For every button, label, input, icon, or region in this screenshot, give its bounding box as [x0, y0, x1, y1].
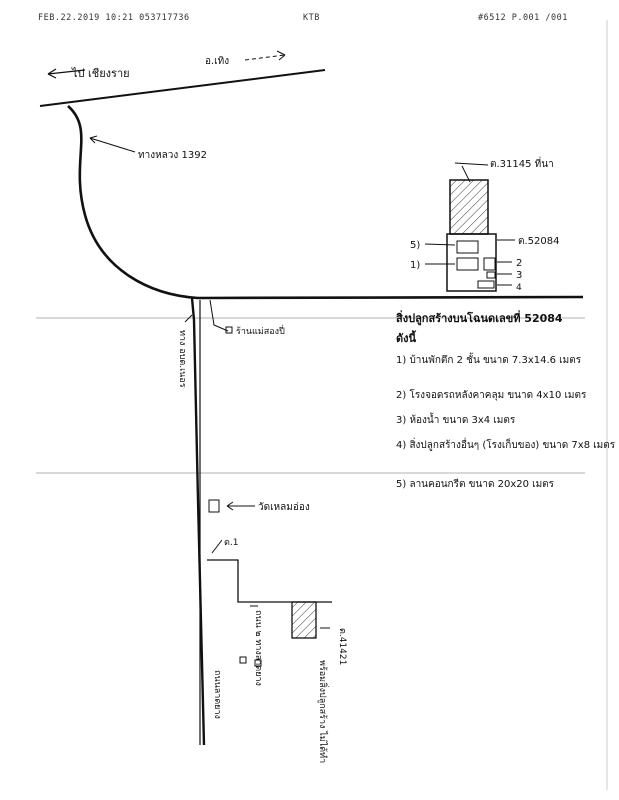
parcel-boundary: [207, 559, 332, 603]
pointer-arrow-icon: [211, 539, 223, 554]
junction-label: ร้านแม่สองปี่: [236, 324, 285, 337]
building-2: [483, 257, 496, 271]
building-item-1: 1) บ้านพักตึก 2 ชั้น ขนาด 7.3x14.6 เมตร: [396, 352, 582, 366]
building-item-2: 2) โรงจอดรถหลังคาคลุม ขนาด 4x10 เมตร: [396, 388, 587, 401]
arrow-head-icon: [226, 501, 234, 511]
arrow-right-icon: [244, 54, 286, 61]
building-item-4: 4) สิ่งปลูกสร้างอื่นๆ (โรงเก็บของ) ขนาด …: [396, 437, 616, 451]
building-3: [486, 271, 496, 279]
lower-left-note: ถนนลาดยาง: [212, 670, 222, 719]
arrow-head-icon: [89, 135, 98, 144]
pointer-arrow-icon: [89, 137, 136, 153]
pointer-arrow-icon: [424, 243, 456, 246]
top-road: [39, 69, 326, 107]
highway-1392: [67, 105, 584, 300]
building-4: [477, 280, 495, 289]
fax-header-right: #6512 P.001 /001: [478, 13, 568, 23]
pointer-arrow-icon: [454, 162, 489, 166]
highway-label: ทางหลวง 1392: [138, 150, 207, 161]
vertical-road: [190, 297, 206, 746]
temple-box: [208, 499, 220, 513]
plot-41421: [291, 601, 317, 639]
marker-1: 1): [410, 260, 420, 271]
shop-marker: [209, 299, 229, 332]
plot-north-label: ต.31145 ที่นา: [490, 156, 554, 170]
marker-3: 3: [516, 270, 522, 281]
building-item-3: 3) ห้องน้ำ ขนาด 3x4 เมตร: [396, 412, 516, 426]
arrow-left-icon: [47, 69, 86, 75]
building-list-title: สิ่งปลูกสร้างบนโฉนดเลขที่ 52084: [396, 310, 563, 326]
arrow-head-icon: [276, 50, 286, 61]
building-5: [456, 240, 479, 254]
vertical-road-label: ทาง อบต.เนอร: [177, 330, 187, 388]
top-road-right-label: อ.เทิง: [205, 56, 229, 67]
plot-52084: [446, 233, 497, 292]
arrow-head-icon: [47, 68, 57, 79]
top-road-left-label: ไป เชียงราย: [71, 67, 130, 80]
marker-5: 5): [410, 240, 420, 251]
marker-4: 4: [516, 283, 522, 293]
building-list-subtitle: ดังนี้: [396, 330, 417, 345]
temple-label: วัดเหลมอ่อง: [258, 502, 310, 513]
plot-31145: [449, 179, 489, 235]
fax-header-middle: KTB: [303, 13, 320, 23]
pointer-line: [461, 165, 471, 183]
small-box: [239, 656, 247, 664]
marker-2: 2: [516, 258, 522, 269]
lower-plot-label: ต.41421: [337, 628, 347, 665]
shop-box: [225, 326, 233, 334]
plot-main-label: ต.52084: [518, 236, 559, 247]
building-1: [456, 257, 479, 271]
small-box: [254, 659, 262, 667]
pointer-arrow-icon: [184, 314, 193, 323]
fax-header-left: FEB.22.2019 10:21 053717736: [38, 13, 190, 23]
lower-left-label: ต.1: [224, 538, 238, 548]
building-item-5: 5) ลานคอนกรีต ขนาด 20x20 เมตร: [396, 478, 555, 490]
lower-plot-note: พร้อมสิ่งปลูกสร้าง ไม่ได้ทำ: [317, 660, 330, 763]
lower-mid-note: ถนน ๒ ทางลาดยาง: [253, 610, 263, 686]
